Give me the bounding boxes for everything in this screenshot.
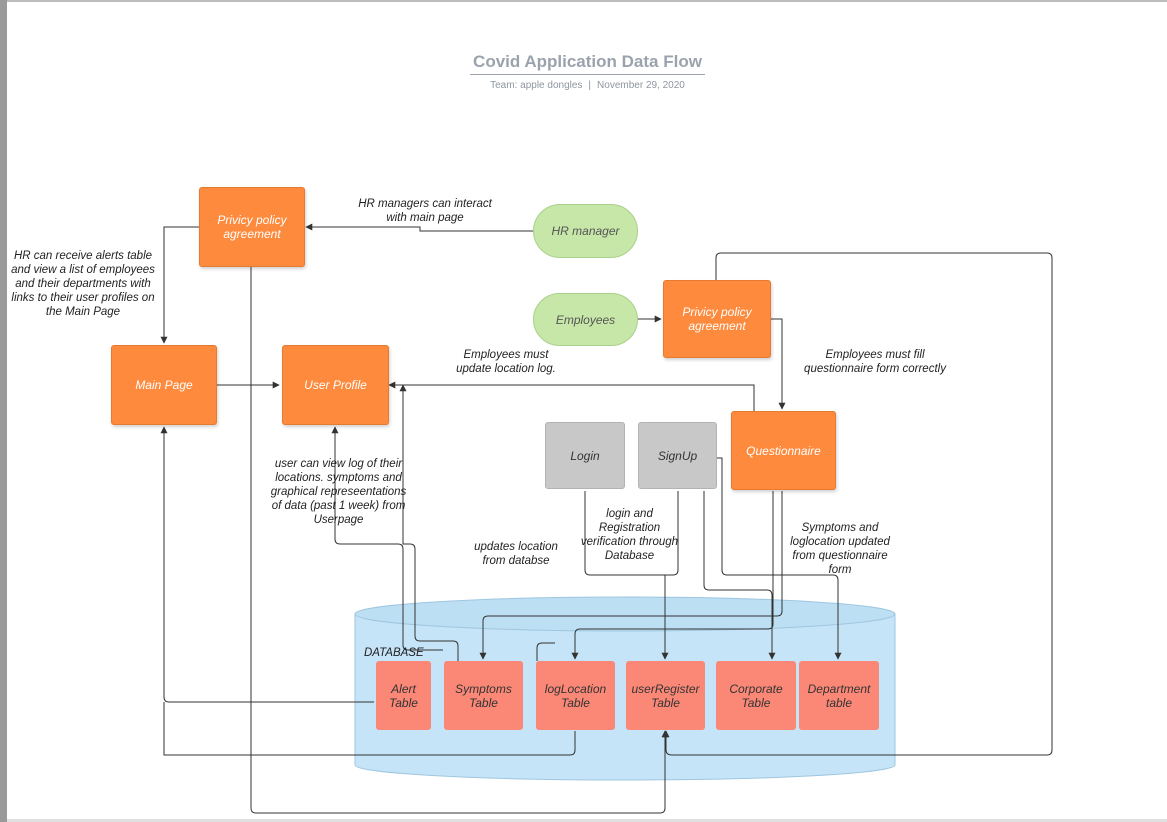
- privacy-policy-employees-node[interactable]: Privicy policy agreement: [663, 280, 771, 358]
- connector-login-to-signup: [584, 491, 679, 576]
- connector-loglocation-to-profile: [399, 384, 459, 661]
- connector-symptoms-to-profile: [331, 426, 443, 651]
- signup-node[interactable]: SignUp: [638, 422, 717, 489]
- team-name: Team: apple dongles: [490, 80, 583, 91]
- annotation-updates-location: updates location from databse: [474, 541, 558, 567]
- connector-questionnaire-to-loglocation: [571, 491, 774, 660]
- connector-privacy-to-questionnaire: [771, 318, 786, 410]
- connectors: [160, 223, 1053, 814]
- connector-loglocation-top: [536, 642, 555, 661]
- page-edge-bottom: [7, 819, 1167, 822]
- database-label: DATABASE: [364, 647, 424, 659]
- connector-questionnaire-to-symptoms: [479, 491, 783, 660]
- userregister-table-node[interactable]: userRegister Table: [626, 661, 705, 730]
- main-page-node[interactable]: Main Page: [111, 345, 217, 425]
- page-edge-top: [7, 0, 1167, 2]
- connector-privacy-to-main: [160, 226, 199, 344]
- annotation-login-verification: login and Registration verification thro…: [580, 508, 679, 562]
- diagram-title: Covid Application Data Flow: [470, 52, 705, 75]
- page-edge: [0, 0, 7, 822]
- department-table-node[interactable]: Department table: [799, 661, 879, 730]
- user-profile-node[interactable]: User Profile: [282, 345, 389, 425]
- symptoms-table-node[interactable]: Symptoms Table: [444, 661, 523, 730]
- annotation-user-log: user can view log of their locations. sy…: [270, 458, 407, 526]
- connector-privacy-loop-to-userregister: [662, 252, 1053, 756]
- database-cylinder: [354, 596, 896, 781]
- privacy-policy-hr-node[interactable]: Privicy policy agreement: [199, 187, 305, 267]
- connector-questionnaire-to-profile: [388, 381, 755, 411]
- corporate-table-node[interactable]: Corporate Table: [716, 661, 796, 730]
- questionnaire-node[interactable]: Questionnaire: [731, 411, 836, 490]
- annotation-employees-location: Employees must update location log.: [456, 349, 556, 375]
- login-node[interactable]: Login: [545, 422, 625, 489]
- subtitle-separator: |: [588, 80, 592, 91]
- diagram-subtitle: Team: apple dongles | November 29, 2020: [440, 80, 735, 91]
- hr-manager-node[interactable]: HR manager: [533, 204, 638, 258]
- annotation-employees-questionnaire: Employees must fill questionnaire form c…: [804, 349, 946, 375]
- connector-signup-to-department: [717, 457, 842, 660]
- employees-node[interactable]: Employees: [533, 293, 638, 346]
- loglocation-table-node[interactable]: logLocation Table: [536, 661, 615, 730]
- diagram-date: November 29, 2020: [597, 80, 685, 91]
- connector-privacy-hr-to-userregister: [250, 267, 669, 814]
- connector-hr-to-privacy: [305, 223, 533, 232]
- annotation-hr-interact: HR managers can interact with main page: [358, 198, 492, 224]
- connector-loglocation-to-main: [163, 702, 576, 756]
- connector-signup-to-corporate: [703, 491, 776, 660]
- annotation-symptoms-updated: Symptoms and loglocation updated from qu…: [790, 522, 890, 576]
- alert-table-node[interactable]: Alert Table: [376, 661, 431, 730]
- connector-alert-to-main: [160, 426, 374, 703]
- annotation-hr-alerts: HR can receive alerts table and view a l…: [11, 250, 155, 318]
